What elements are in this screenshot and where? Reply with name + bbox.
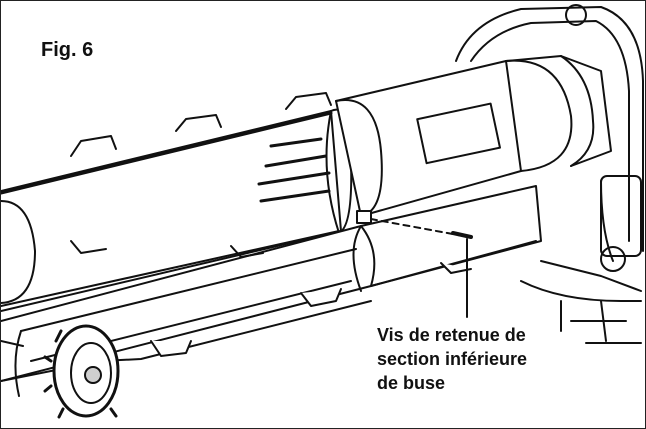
screw-callout: Vis de retenue de section inférieure de … <box>377 323 527 395</box>
figure-label: Fig. 6 <box>39 39 96 62</box>
callout-line-2: section inférieure <box>377 349 528 369</box>
tube-coupling <box>335 55 612 217</box>
wheel <box>1 324 120 419</box>
callout-line-3: de buse <box>377 373 446 393</box>
retaining-screw-marker <box>356 210 473 318</box>
upper-tube <box>1 92 353 312</box>
motor-housing <box>455 4 644 342</box>
lower-nozzle-section <box>1 185 542 382</box>
callout-line-1: Vis de retenue de <box>377 325 526 345</box>
callout-leader <box>570 320 642 344</box>
